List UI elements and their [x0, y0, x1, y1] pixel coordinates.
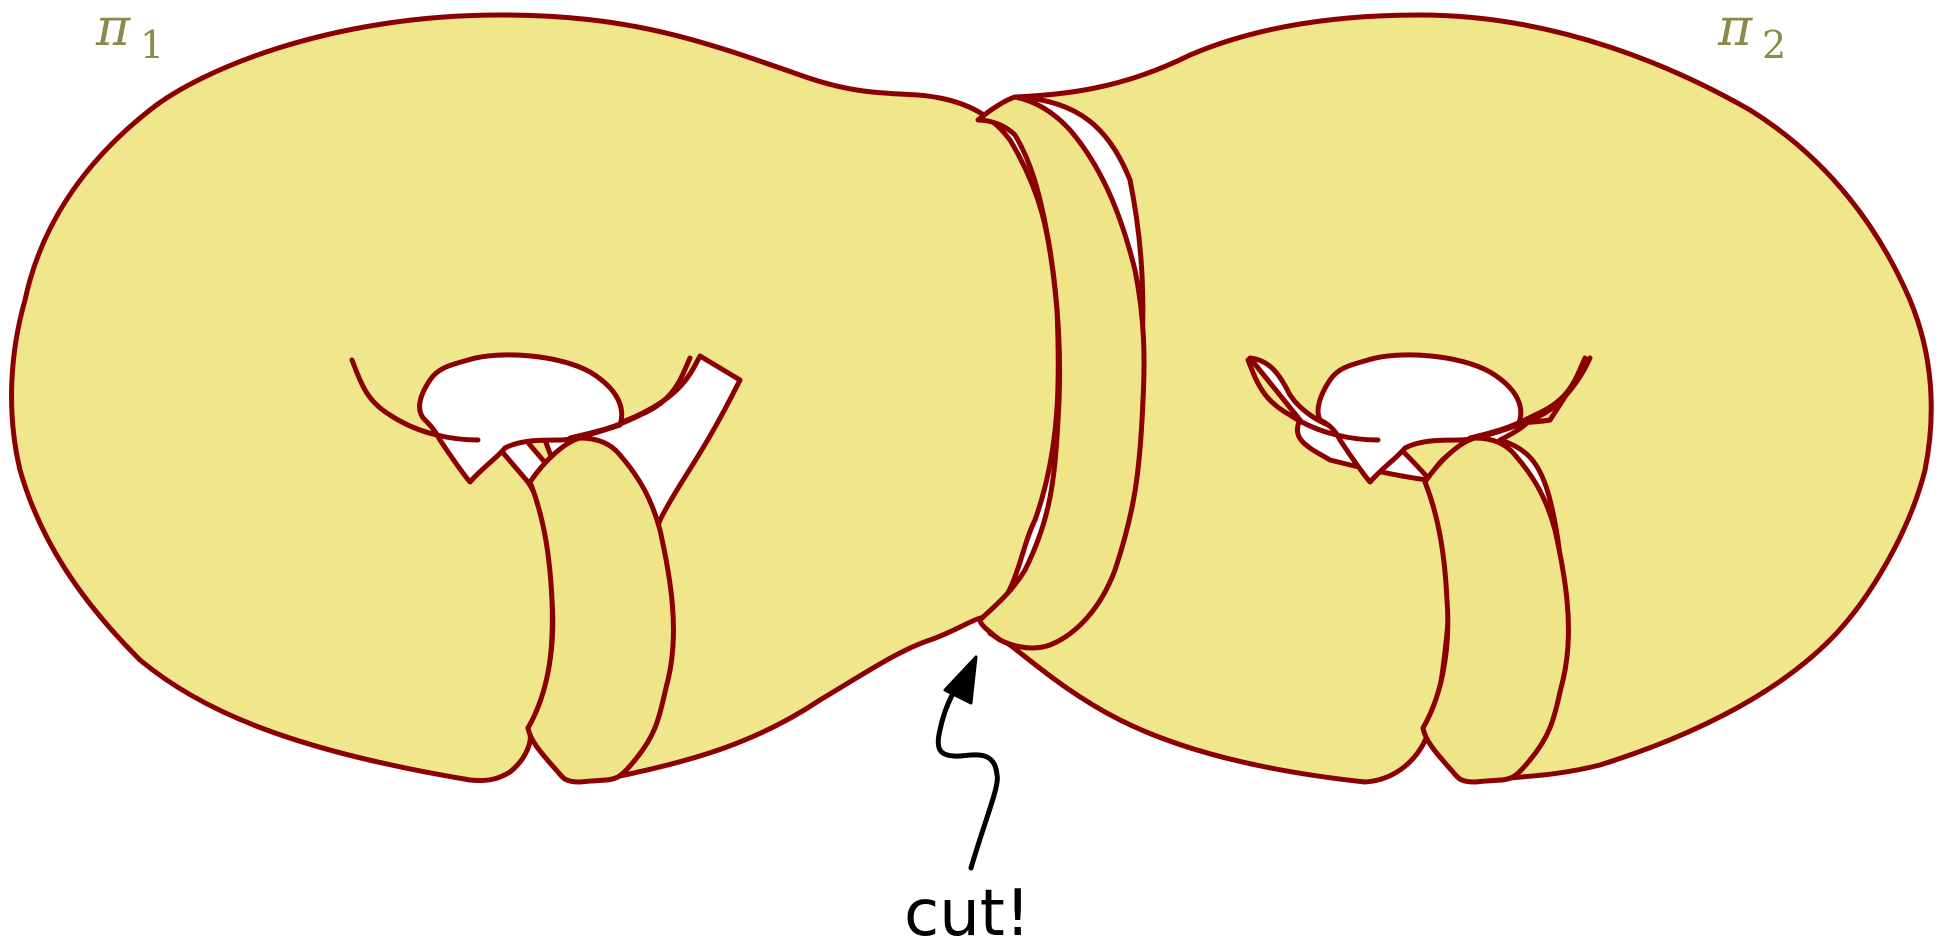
label-pi-1: π 1: [95, 0, 164, 67]
cut-label: cut!: [904, 877, 1031, 940]
pi-1-symbol: π: [95, 0, 131, 58]
cut-arrow: [938, 657, 997, 868]
pi-2-symbol: π: [1717, 0, 1753, 58]
pi-1-index: 1: [140, 23, 164, 67]
pi-2-index: 2: [1762, 23, 1786, 67]
cut-arrow-shaft: [938, 676, 997, 868]
left-torus: [12, 15, 1059, 782]
label-pi-2: π 2: [1717, 0, 1786, 67]
